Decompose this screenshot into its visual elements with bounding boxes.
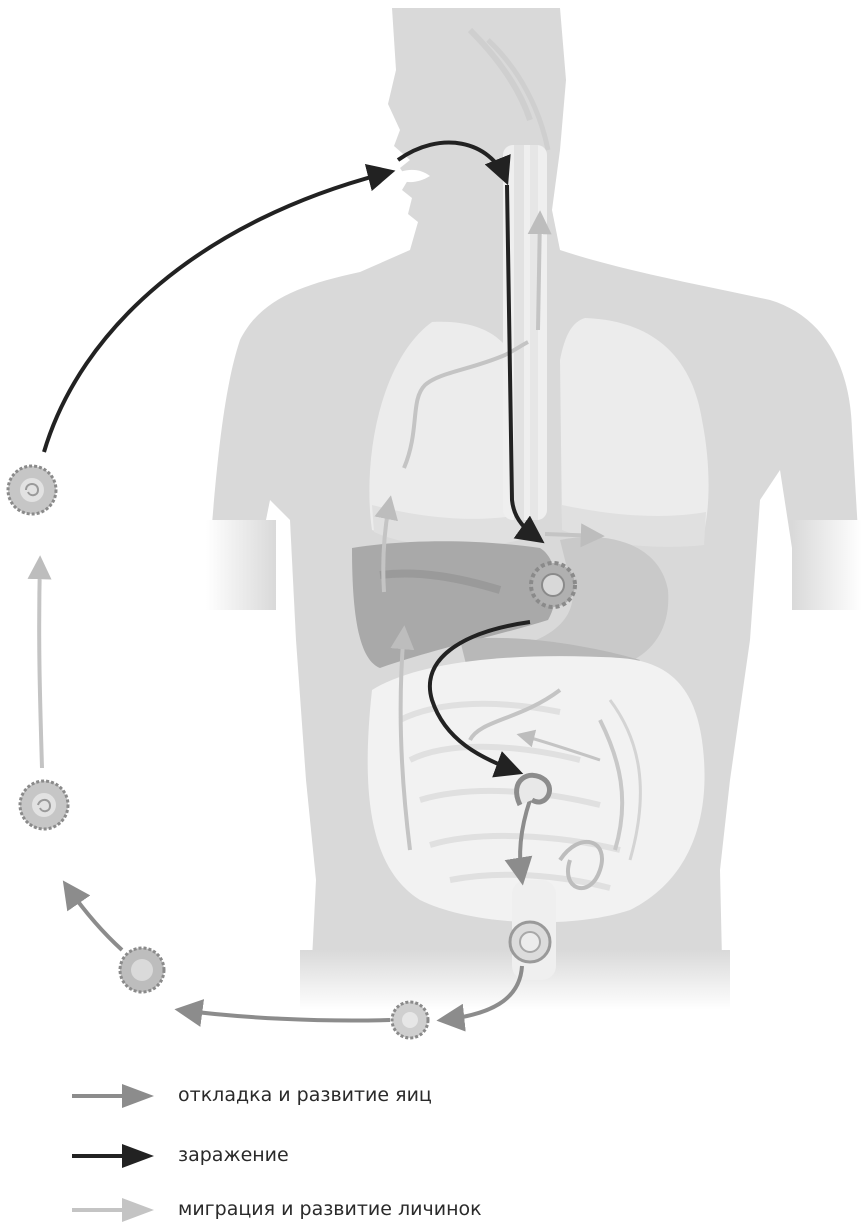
legend-label-egg-development: откладка и развитие яиц <box>178 1084 432 1106</box>
legend-arrow-light-icon <box>70 1190 170 1230</box>
egg-rectum <box>510 922 550 962</box>
egg-stage-3 <box>20 781 68 829</box>
egg-stage-infective <box>8 466 56 514</box>
egg-stage-2 <box>120 948 164 992</box>
egg-maturation-path <box>39 560 42 768</box>
legend-arrow-dark-icon <box>70 1136 170 1176</box>
adult-worm-intestine <box>517 775 550 805</box>
legend-item-larval-migration: миграция и развитие личинок <box>70 1190 770 1230</box>
egg-in-stomach <box>531 563 575 607</box>
legend-item-egg-development: откладка и развитие яиц <box>70 1076 770 1116</box>
legend-arrow-mid-icon <box>70 1076 170 1116</box>
legend-item-infection: заражение <box>70 1136 770 1176</box>
legend-label-infection: заражение <box>178 1144 289 1166</box>
egg-stage-1 <box>392 1002 428 1038</box>
